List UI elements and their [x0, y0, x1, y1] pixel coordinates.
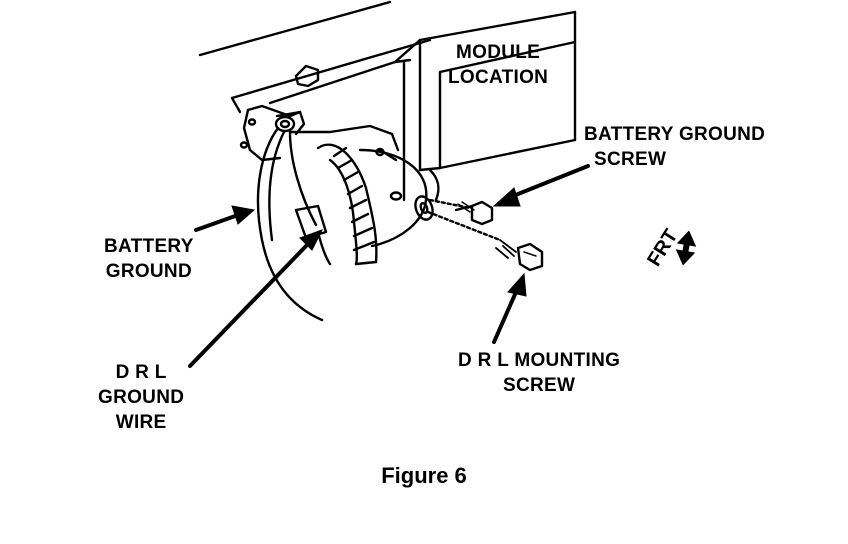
drl-mounting-screw-line-2: SCREW [502, 375, 576, 396]
battery-ground-arrowhead [231, 205, 256, 225]
battery-ground-line-2: GROUND [105, 261, 192, 282]
battery-ground-screw-label: BATTERY GROUND SCREW [584, 122, 765, 172]
battery-ground-label: BATTERY GROUND [104, 234, 194, 284]
drl-ground-wire-label: D R L GROUND WIRE [98, 360, 184, 435]
drl-ground-wire-line-3: WIRE [115, 412, 167, 433]
battery-ground-screw-line-2: SCREW [594, 149, 667, 170]
battery-ground-screw-arrowhead [492, 187, 521, 207]
battery-ground-screw-leader [506, 164, 590, 200]
battery-ground-screw-line-1: BATTERY GROUND [584, 124, 766, 145]
drl-mounting-screw-arrowhead [507, 272, 527, 297]
drl-mounting-screw-label: D R L MOUNTING SCREW [458, 348, 620, 398]
drl-ground-wire-line-1: D R L [115, 362, 167, 383]
module-location-line-2: LOCATION [448, 67, 549, 88]
module-location-line-1: MODULE [456, 42, 541, 63]
module-location-label: MODULE LOCATION [448, 40, 548, 90]
drl-ground-wire-line-2: GROUND [98, 387, 185, 408]
drl-ground-wire-leader [188, 242, 310, 368]
drl-mounting-screw-line-1: D R L MOUNTING [458, 350, 621, 371]
battery-ground-leader [194, 213, 240, 232]
drl-ground-wire-arrowhead [299, 229, 324, 251]
battery-ground-line-1: BATTERY [104, 236, 194, 257]
figure-caption: Figure 6 [381, 463, 467, 488]
drl-mounting-screw-leader [492, 290, 518, 344]
front-direction-arrow [675, 230, 697, 266]
frt-label: FRT [643, 226, 683, 271]
